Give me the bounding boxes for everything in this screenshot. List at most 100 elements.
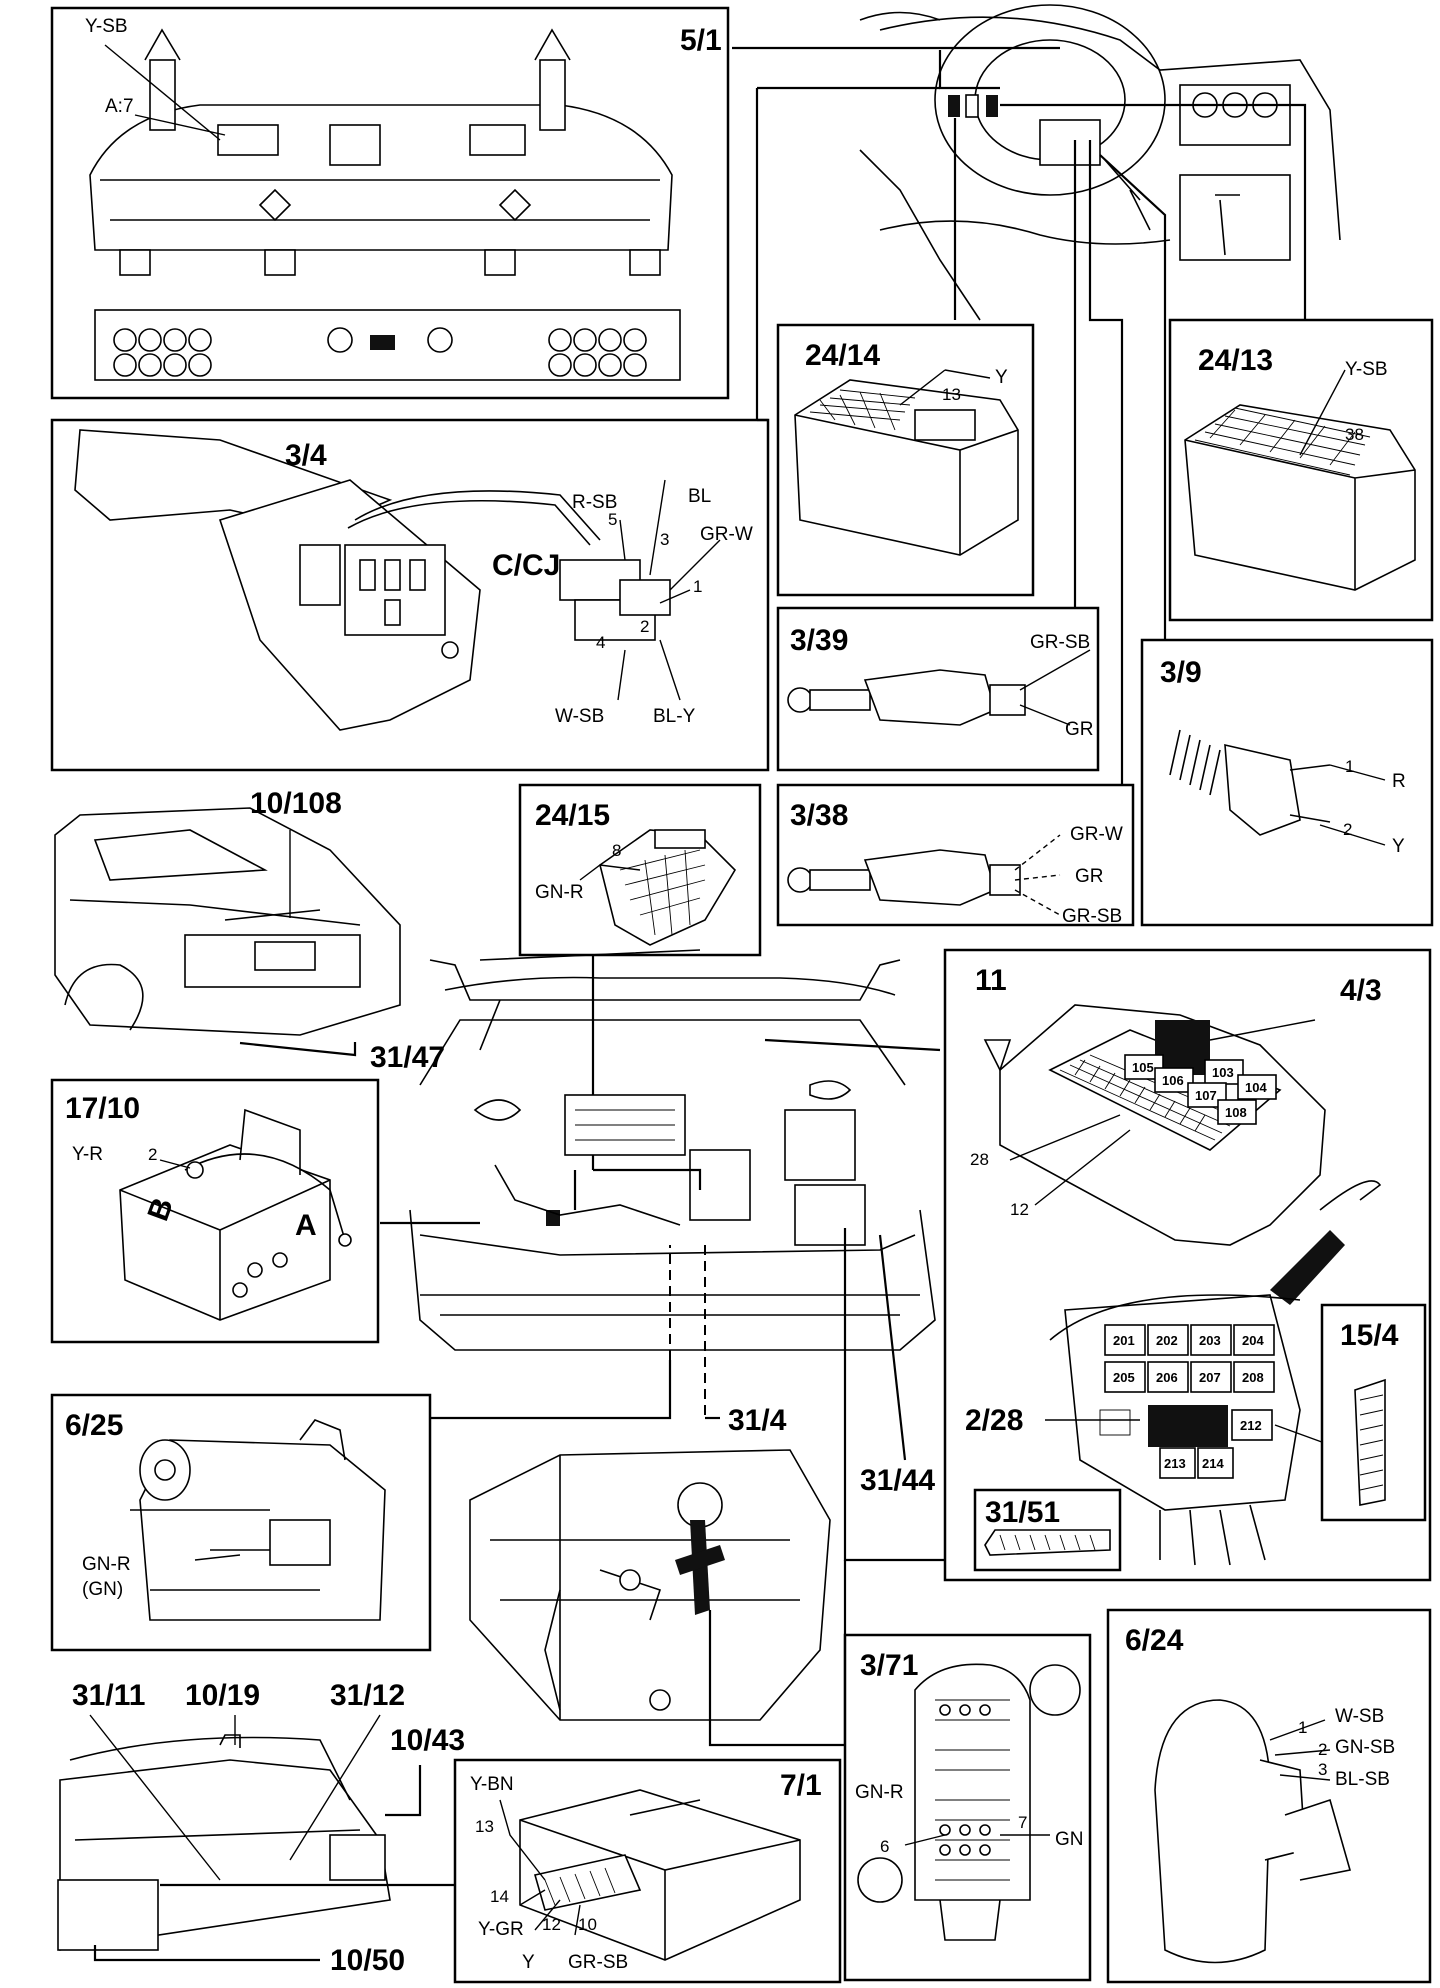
label-fuse-105: 105 <box>1132 1060 1154 1075</box>
label-pin-12: 12 <box>1010 1200 1029 1219</box>
label-wire-gr-sb-7-1: GR-SB <box>568 1952 628 1973</box>
ref-11: 11 <box>975 964 1007 997</box>
ref-3-9: 3/9 <box>1160 656 1202 689</box>
label-pin-2-17-10: 2 <box>148 1145 157 1164</box>
label-pin-14: 14 <box>490 1887 509 1906</box>
ref-3-4: 3/4 <box>285 439 327 472</box>
ref-10-19: 10/19 <box>185 1679 260 1712</box>
ref-24-13: 24/13 <box>1198 344 1273 377</box>
label-pin-1-6-24: 1 <box>1298 1718 1307 1737</box>
ref-31-44: 31/44 <box>860 1464 935 1497</box>
panel-abs-unit-17-10: 17/10 Y-R 2 B A <box>50 1078 380 1344</box>
label-pin-13: 13 <box>942 385 961 404</box>
panel-brake-switch-3-39: 3/39 GR-SB GR <box>776 606 1100 772</box>
label-pin-8: 8 <box>612 841 621 860</box>
label-wire-y-sb: Y-SB <box>85 16 128 37</box>
label-fuse-202: 202 <box>1156 1333 1178 1348</box>
label-wire-bl-y: BL-Y <box>653 706 696 727</box>
gearbox-sketch <box>469 1449 847 1747</box>
panel-connector-24-14: 24/14 Y 13 <box>776 323 1035 597</box>
label-pin-3: 3 <box>660 530 669 549</box>
ref-5-1: 5/1 <box>680 24 722 57</box>
panel-switch-3-9: 3/9 1 R 2 Y <box>1140 638 1434 927</box>
label-pin-28: 28 <box>970 1150 989 1169</box>
ref-2-28: 2/28 <box>965 1404 1023 1437</box>
label-pin-a7: A:7 <box>105 96 134 117</box>
ref-31-47: 31/47 <box>370 1041 445 1074</box>
panel-connector-24-13: 24/13 Y-SB 38 <box>1168 318 1434 622</box>
ref-6-25: 6/25 <box>65 1409 123 1442</box>
label-wire-y-7-1: Y <box>522 1952 535 1973</box>
ref-24-15: 24/15 <box>535 799 610 832</box>
ref-10-43: 10/43 <box>390 1724 465 1757</box>
ref-3-39: 3/39 <box>790 624 848 657</box>
ref-24-14: 24/14 <box>805 339 880 372</box>
ref-10-50: 10/50 <box>330 1944 405 1977</box>
panel-connector-3-71: 3/71 GN-R 6 7 GN <box>843 1633 1092 1982</box>
ref-c-cj: C/CJ <box>492 549 560 582</box>
panel-control-module-7-1: 7/1 Y-BN 13 14 Y-GR 12 10 Y GR-SB <box>453 1758 842 1984</box>
label-fuse-206: 206 <box>1156 1370 1178 1385</box>
label-wire-gr-w-3-38: GR-W <box>1070 824 1123 845</box>
label-wire-y-r: Y-R <box>72 1144 103 1165</box>
label-wire-y-sb-2: Y-SB <box>1345 359 1388 380</box>
cluster-bulb-row-left <box>113 328 212 377</box>
label-fuse-104: 104 <box>1245 1080 1267 1095</box>
label-fuse-214: 214 <box>1202 1456 1224 1471</box>
label-port-a: A <box>295 1209 317 1242</box>
panel-instrument-cluster: Y-SB A:7 <box>50 6 730 400</box>
label-pin-2: 2 <box>640 617 649 636</box>
label-fuse-203: 203 <box>1199 1333 1221 1348</box>
label-fuse-212: 212 <box>1240 1418 1262 1433</box>
dashboard-sketch <box>859 4 1341 321</box>
label-wire-w-sb-6-24: W-SB <box>1335 1706 1384 1727</box>
label-wire-gr-3-38: GR <box>1075 866 1104 887</box>
label-wire-y-3-9: Y <box>1392 836 1405 857</box>
label-pin-4: 4 <box>596 633 605 652</box>
panel-starter-6-25: 6/25 GN-R (GN) <box>50 1393 432 1652</box>
label-wire-gn-sb: GN-SB <box>1335 1737 1395 1758</box>
cluster-bulb-row-right <box>548 328 647 377</box>
label-wire-y-bn: Y-BN <box>470 1774 514 1795</box>
label-fuse-103: 103 <box>1212 1065 1234 1080</box>
label-wire-gn-r-6-25: GN-R <box>82 1554 131 1575</box>
panel-rear-car-10-108: 10/108 31/47 <box>54 787 445 1074</box>
label-pin-13-7-1: 13 <box>475 1817 494 1836</box>
label-fuse-108: 108 <box>1225 1105 1247 1120</box>
label-pin-10: 10 <box>578 1915 597 1934</box>
label-wire-gn-r-3-71: GN-R <box>855 1782 904 1803</box>
ref-3-71: 3/71 <box>860 1649 918 1682</box>
ref-6-24: 6/24 <box>1125 1624 1184 1657</box>
engine-bay-sketch <box>380 949 941 1351</box>
label-fuse-204: 204 <box>1242 1333 1264 1348</box>
panel-fuse-box-11: 105 106 103 107 104 108 11 4/3 28 12 201… <box>943 948 1432 1582</box>
label-wire-gn: GN <box>1055 1829 1084 1850</box>
label-wire-gn-6-25: (GN) <box>82 1579 123 1600</box>
label-fuse-107: 107 <box>1195 1088 1217 1103</box>
label-fuse-208: 208 <box>1242 1370 1264 1385</box>
label-pin-12-7-1: 12 <box>542 1915 561 1934</box>
ref-17-10: 17/10 <box>65 1092 140 1125</box>
label-pin-2-6-24: 2 <box>1318 1740 1327 1759</box>
label-pin-38: 38 <box>1345 425 1364 444</box>
label-wire-bl-sb: BL-SB <box>1335 1769 1390 1790</box>
label-wire-gr-w: GR-W <box>700 524 753 545</box>
ref-31-4: 31/4 <box>728 1404 787 1437</box>
label-fuse-205: 205 <box>1113 1370 1135 1385</box>
ref-31-51: 31/51 <box>985 1496 1060 1529</box>
ref-3-38: 3/38 <box>790 799 848 832</box>
label-pin-2-y: 2 <box>1343 820 1352 839</box>
label-wire-y: Y <box>995 367 1008 388</box>
label-fuse-201: 201 <box>1113 1333 1135 1348</box>
panel-trunk-sketch: 31/11 10/19 31/12 10/43 10/50 <box>57 1679 465 1977</box>
panel-connector-24-15: 24/15 8 GN-R <box>518 783 762 957</box>
label-wire-r-sb: R-SB <box>572 492 617 513</box>
panel-component-6-24: 6/24 1 W-SB 2 GN-SB 3 BL-SB <box>1106 1608 1432 1984</box>
panel-brake-switch-3-38: 3/38 GR-W GR GR-SB <box>776 783 1135 927</box>
label-wire-bl: BL <box>688 486 711 507</box>
label-wire-gr-sb: GR-SB <box>1030 632 1090 653</box>
label-wire-w-sb: W-SB <box>555 706 604 727</box>
label-pin-5: 5 <box>608 510 617 529</box>
label-fuse-213: 213 <box>1164 1456 1186 1471</box>
